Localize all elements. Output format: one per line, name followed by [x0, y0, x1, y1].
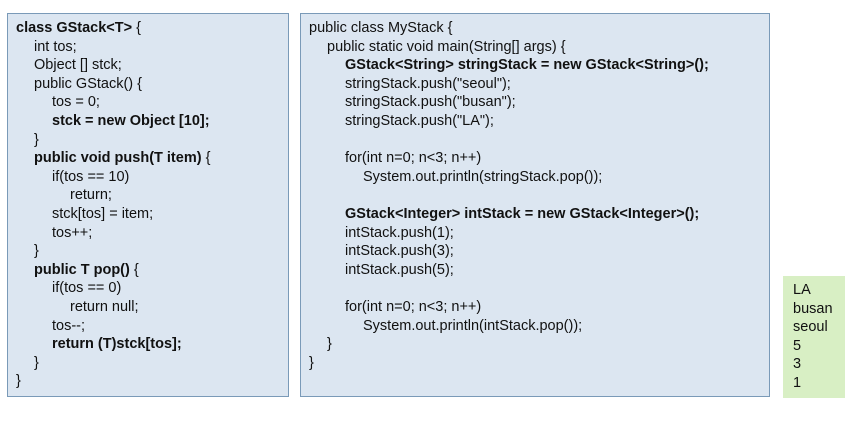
code-line: for(int n=0; n<3; n++) [345, 150, 482, 167]
code-line: } [327, 336, 332, 353]
code-line: public T pop() { [34, 261, 139, 278]
code-line: stringStack.push("busan"); [345, 94, 516, 111]
code-line: } [34, 243, 39, 260]
output-line: 5 [793, 337, 802, 354]
output-line: LA [793, 282, 811, 298]
code-line: intStack.push(5); [345, 261, 454, 278]
code-line: if(tos == 10) [52, 168, 130, 185]
output-line: 1 [793, 375, 802, 391]
code-line: tos = 0; [52, 94, 100, 111]
code-line: GStack<String> stringStack = new GStack<… [345, 57, 709, 74]
code-line: public void push(T item) { [34, 150, 211, 167]
code-line: intStack.push(3); [345, 243, 454, 260]
code-line: intStack.push(1); [345, 224, 454, 241]
mystack-code-panel: public class MyStack { public static void… [300, 13, 770, 397]
code-line: } [309, 354, 314, 371]
gstack-code-panel: class GStack<T> { int tos; Object [] stck;… [7, 13, 289, 397]
code-line: } [34, 354, 39, 371]
code-line: class GStack<T> { [16, 20, 141, 36]
code-line: return null; [70, 299, 139, 315]
code-line: stck[tos] = item; [52, 206, 154, 222]
code-line: stck = new Object [10]; [52, 113, 210, 129]
code-line: int tos; [34, 38, 77, 55]
code-line: tos--; [52, 317, 86, 334]
code-line: stringStack.push("seoul"); [345, 75, 511, 92]
code-line: GStack<Integer> intStack = new GStack<In… [345, 206, 700, 222]
code-line: if(tos == 0) [52, 280, 122, 297]
code-line: for(int n=0; n<3; n++) [345, 299, 482, 315]
output-line: busan [793, 300, 833, 317]
code-line: System.out.println(stringStack.pop()); [363, 168, 603, 185]
code-line: } [34, 131, 39, 148]
code-line: Object [] stck; [34, 57, 122, 74]
code-line: tos++; [52, 224, 93, 241]
code-line: } [16, 373, 21, 390]
output-line: seoul [793, 319, 828, 336]
code-line: public GStack() { [34, 75, 142, 92]
code-line: stringStack.push("LA"); [345, 113, 494, 129]
output-line: 3 [793, 356, 802, 373]
code-line: return (T)stck[tos]; [52, 336, 182, 353]
code-line: public static void main(String[] args) { [327, 38, 566, 55]
code-line: return; [70, 187, 112, 204]
code-line: System.out.println(intStack.pop()); [363, 317, 583, 334]
code-line: public class MyStack { [309, 20, 453, 36]
